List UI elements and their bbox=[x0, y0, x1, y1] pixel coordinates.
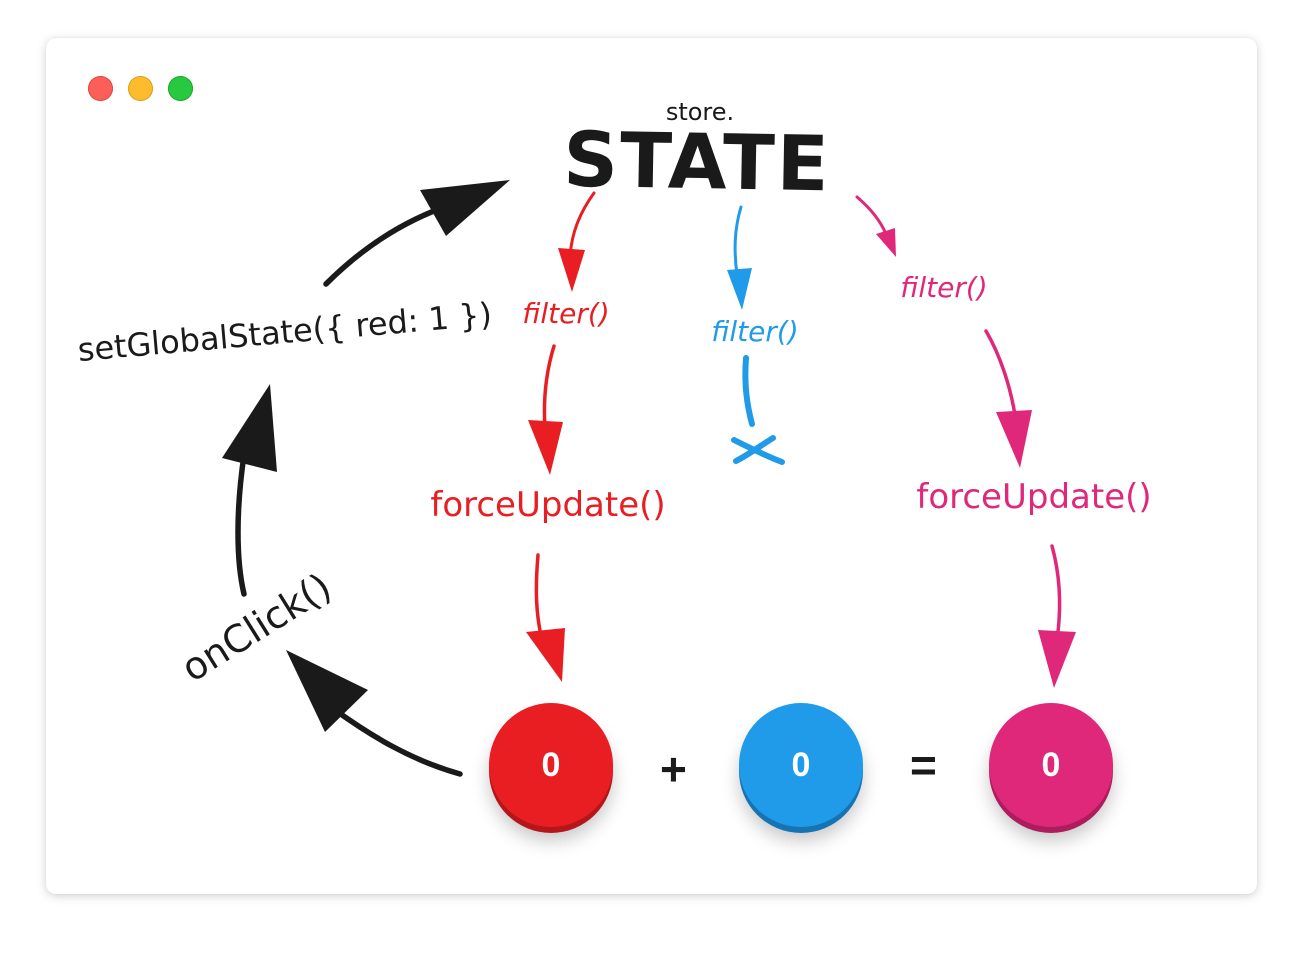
pink-sum-value: 0 bbox=[1041, 745, 1061, 784]
pink-branch: filter() forceUpdate() bbox=[855, 195, 1152, 688]
blue-counter-value: 0 bbox=[791, 745, 811, 784]
window-maximize-button[interactable] bbox=[168, 76, 193, 101]
window-close-button[interactable] bbox=[88, 76, 113, 101]
blue-stop-line bbox=[742, 355, 755, 427]
store-label: store. bbox=[666, 98, 734, 126]
pink-filter-label: filter() bbox=[900, 271, 987, 304]
loop-arrow-setstate-to-state bbox=[323, 202, 453, 287]
pink-arrowhead-3 bbox=[1038, 630, 1076, 688]
blue-filter-label: filter() bbox=[711, 315, 798, 348]
red-counter-button[interactable]: 0 bbox=[489, 703, 613, 827]
blue-counter-button[interactable]: 0 bbox=[739, 703, 863, 827]
red-update-label: forceUpdate() bbox=[430, 485, 665, 525]
window-minimize-button[interactable] bbox=[128, 76, 153, 101]
pink-arrow-state-to-filter bbox=[855, 195, 888, 236]
red-counter-value: 0 bbox=[541, 745, 561, 784]
red-branch: filter() forceUpdate() bbox=[430, 191, 666, 682]
plus-operator: + bbox=[660, 743, 687, 795]
blue-branch: filter() bbox=[711, 205, 799, 465]
pink-arrowhead-2 bbox=[996, 410, 1032, 468]
pink-update-label: forceUpdate() bbox=[916, 477, 1151, 517]
red-arrow-update-to-button bbox=[534, 553, 544, 642]
pink-sum-display: 0 bbox=[989, 703, 1113, 827]
red-arrowhead-1 bbox=[558, 248, 585, 292]
pink-arrow-filter-to-update bbox=[984, 329, 1017, 417]
loop-arrowhead-1 bbox=[286, 650, 368, 732]
equals-operator: = bbox=[910, 739, 937, 791]
pink-arrow-update-to-button bbox=[1050, 544, 1062, 634]
feedback-loop: onClick() setGlobalState({ red: 1 }) bbox=[76, 180, 510, 777]
state-title: STATE bbox=[563, 115, 832, 209]
loop-arrowhead-2 bbox=[222, 384, 277, 472]
set-state-label: setGlobalState({ red: 1 }) bbox=[76, 295, 493, 369]
red-arrow-filter-to-update bbox=[542, 344, 556, 430]
red-arrowhead-3 bbox=[526, 628, 565, 682]
red-arrowhead-2 bbox=[528, 420, 563, 475]
loop-arrow-onclick-to-setstate bbox=[235, 452, 247, 597]
blue-arrowhead bbox=[727, 268, 752, 310]
loop-arrow-button-to-onclick bbox=[332, 707, 463, 777]
red-filter-label: filter() bbox=[522, 297, 609, 330]
pink-arrowhead-1 bbox=[876, 228, 896, 257]
x-mark-icon bbox=[731, 435, 785, 465]
blue-arrow-state-to-filter bbox=[733, 205, 743, 277]
loop-arrowhead-3 bbox=[420, 180, 510, 236]
